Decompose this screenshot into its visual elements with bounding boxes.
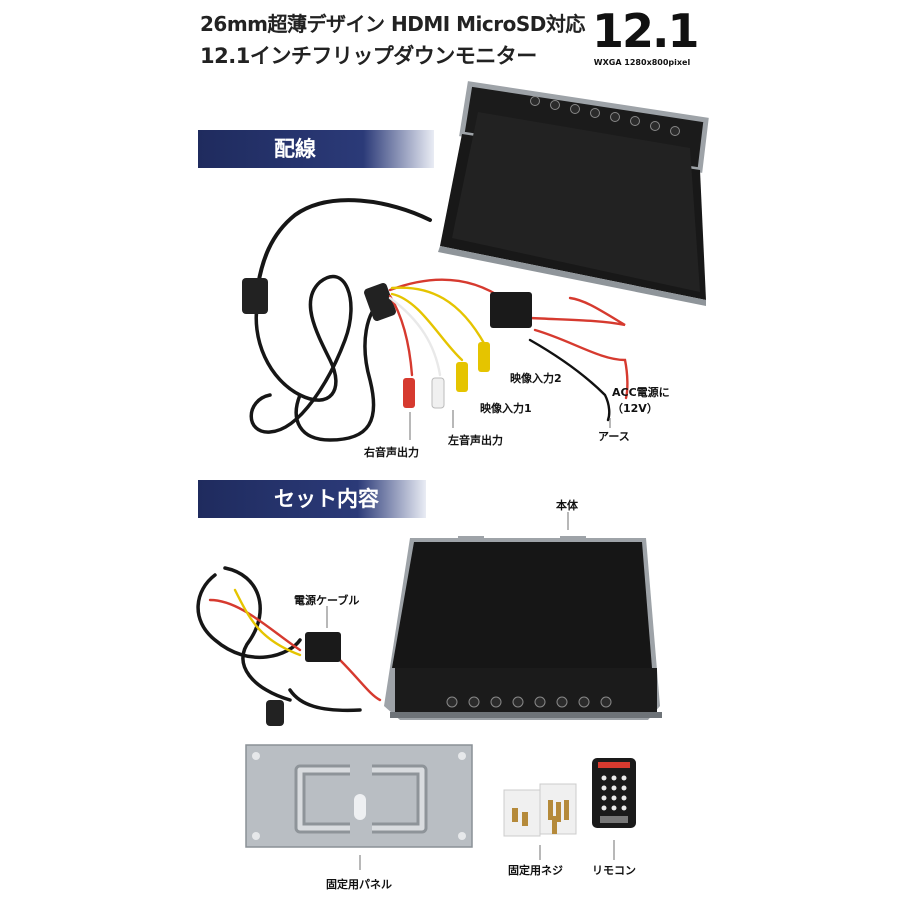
remote-image bbox=[592, 758, 636, 860]
label-video-in-1: 映像入力1 bbox=[480, 402, 532, 415]
power-cable-bundle bbox=[196, 566, 382, 713]
label-right-audio: 右音声出力 bbox=[364, 446, 419, 459]
mount-panel-image bbox=[245, 744, 473, 870]
section-wiring: 配線 bbox=[198, 130, 434, 168]
label-leaders bbox=[409, 410, 611, 440]
label-power-cable: 電源ケーブル bbox=[294, 594, 360, 607]
label-mount-panel: 固定用パネル bbox=[326, 878, 392, 891]
monitor-wiring-image bbox=[438, 81, 709, 306]
power-cable-filter-box bbox=[305, 632, 341, 662]
power-cable-plug bbox=[266, 700, 284, 726]
label-acc-power: ACC電源に bbox=[612, 386, 670, 399]
label-acc-voltage: （12V） bbox=[612, 402, 658, 415]
headline-features: 26mm超薄デザイン HDMI MicroSD対応 bbox=[200, 12, 585, 36]
harness-connector bbox=[364, 283, 396, 321]
label-ground: アース bbox=[598, 430, 630, 443]
monitor-main-unit-image bbox=[384, 512, 662, 720]
label-screws: 固定用ネジ bbox=[508, 864, 563, 877]
label-main-unit: 本体 bbox=[556, 499, 578, 512]
power-filter-box bbox=[490, 292, 532, 328]
section-contents: セット内容 bbox=[198, 480, 426, 518]
size-badge-number: 12.1 bbox=[592, 4, 700, 58]
headline-product: 12.1インチフリップダウンモニター bbox=[200, 44, 537, 68]
label-remote: リモコン bbox=[592, 864, 636, 877]
label-left-audio: 左音声出力 bbox=[448, 434, 503, 447]
wiring-wires bbox=[388, 278, 629, 422]
screws-image bbox=[503, 783, 577, 860]
size-badge: 12.1 WXGA 1280x800pixel bbox=[592, 4, 700, 70]
wiring-cable-coil bbox=[249, 198, 432, 442]
rca-plugs bbox=[403, 342, 490, 409]
label-video-in-2: 映像入力2 bbox=[510, 372, 562, 385]
size-badge-resolution: WXGA 1280x800pixel bbox=[593, 58, 691, 67]
cable-connector bbox=[242, 278, 268, 314]
